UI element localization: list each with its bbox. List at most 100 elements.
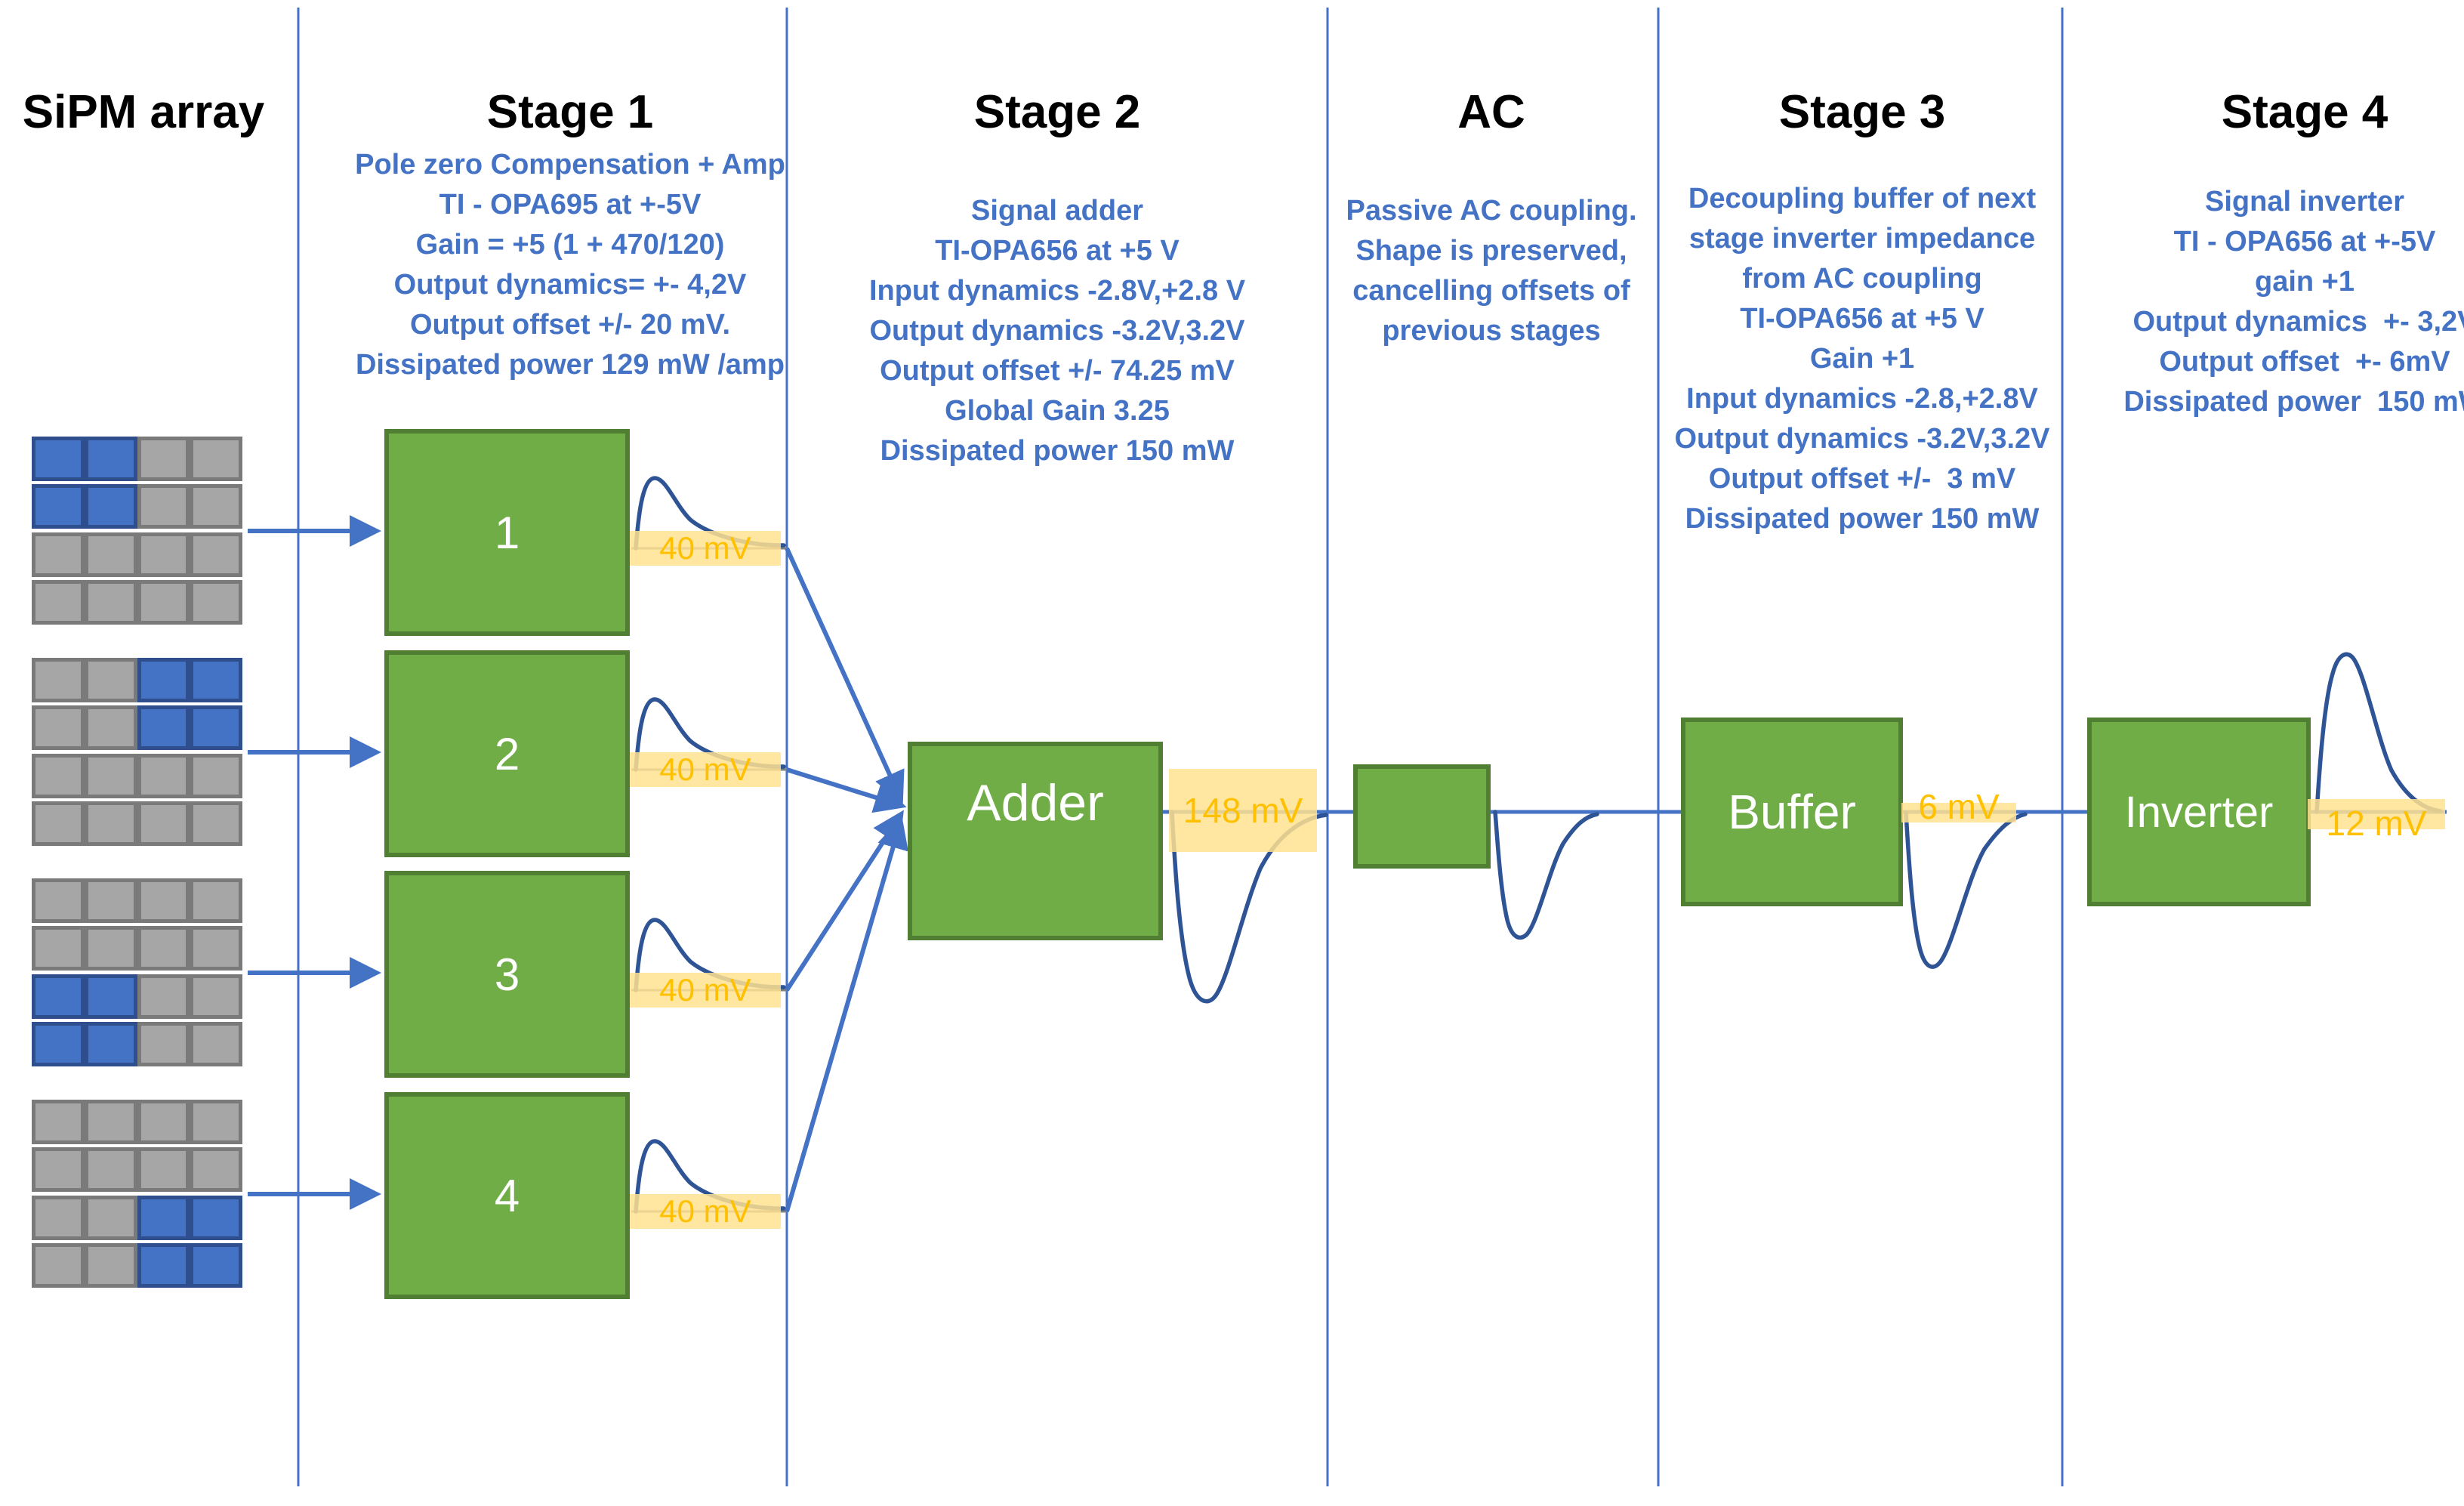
description-line: Gain +1 xyxy=(1809,343,1915,375)
sipm-cell xyxy=(137,1147,190,1193)
signal-label-amp2-output: 40 mV xyxy=(659,751,751,787)
sipm-cell-inactive xyxy=(140,583,187,621)
column-title-stage2: Stage 2 xyxy=(973,86,1141,138)
sipm-cell xyxy=(137,437,190,481)
sipm-cell-inactive xyxy=(35,535,81,573)
column-title-stage1: Stage 1 xyxy=(486,86,654,138)
sipm-cell-inactive xyxy=(35,1103,81,1140)
sipm-cell xyxy=(84,1242,137,1288)
sipm-cell-inactive xyxy=(35,583,81,621)
fan-in-lines xyxy=(785,547,908,1212)
sipm-cell xyxy=(84,974,137,1019)
sipm-cell xyxy=(137,753,190,798)
sipm-cell-active xyxy=(193,662,239,699)
sipm-cell xyxy=(84,926,137,971)
sipm-cell xyxy=(137,658,190,702)
sipm-cell-inactive xyxy=(35,1151,81,1189)
sipm-cell xyxy=(84,437,137,481)
amp-label: 2 xyxy=(494,728,520,779)
fan-line xyxy=(785,810,904,992)
description-line: gain +1 xyxy=(2255,266,2355,298)
description-line: Input dynamics -2.8V,+2.8 V xyxy=(868,275,1246,307)
sipm-cell xyxy=(137,1100,190,1144)
sipm-cell-active xyxy=(35,977,81,1015)
sipm-cell xyxy=(190,1021,242,1066)
description-line: Dissipated power 150 mW xyxy=(2123,386,2464,418)
inverter-label: Inverter xyxy=(2124,787,2274,837)
sipm-cell-active xyxy=(140,1199,187,1236)
sipm-cell-inactive xyxy=(193,804,239,842)
sipm-cell xyxy=(84,1147,137,1193)
sipm-cell xyxy=(84,753,137,798)
sipm-cell xyxy=(32,705,85,751)
sipm-cell-inactive xyxy=(88,804,134,842)
sipm-cell-active xyxy=(88,1025,134,1063)
sipm-cell xyxy=(137,532,190,577)
sipm-cell-inactive xyxy=(35,804,81,842)
buffer-box: Buffer xyxy=(1681,718,1903,906)
sipm-cell xyxy=(137,1021,190,1066)
sipm-cell xyxy=(190,579,242,625)
signal-label-highlight xyxy=(630,752,781,787)
sipm-cell-inactive xyxy=(88,757,134,795)
sipm-cell-inactive xyxy=(88,1151,134,1189)
description-line: Passive AC coupling. xyxy=(1346,195,1637,227)
description-line: Output offset +/- 74.25 mV xyxy=(880,355,1235,387)
sipm-cell-inactive xyxy=(140,488,187,526)
sipm-cell xyxy=(190,753,242,798)
description-line: Decoupling buffer of next xyxy=(1688,183,2037,214)
sipm-cell xyxy=(84,532,137,577)
sipm-cell xyxy=(190,705,242,751)
waveform xyxy=(1493,810,1599,940)
signal-label-highlight xyxy=(630,973,781,1008)
adder-box: Adder xyxy=(908,742,1163,940)
sipm-cell-inactive xyxy=(193,882,239,919)
sipm-cell xyxy=(32,658,85,702)
sipm-cell xyxy=(32,532,85,577)
sipm-cell-inactive xyxy=(193,583,239,621)
description-line: Dissipated power 150 mW xyxy=(1685,503,2040,535)
sipm-cell-active xyxy=(193,709,239,747)
sipm-cell xyxy=(137,579,190,625)
adder-label: Adder xyxy=(967,774,1104,832)
column-title-stage3: Stage 3 xyxy=(1778,86,1946,138)
description-line: Output dynamics -3.2V,3.2V xyxy=(1674,423,2050,455)
inverter-box: Inverter xyxy=(2087,718,2311,906)
sipm-cell-inactive xyxy=(35,1246,81,1284)
sipm-cell-inactive xyxy=(193,757,239,795)
fan-line xyxy=(785,816,908,1212)
sipm-cell-inactive xyxy=(88,1246,134,1284)
description-line: Dissipated power 150 mW xyxy=(880,435,1235,467)
sipm-cell-inactive xyxy=(193,440,239,477)
fan-line xyxy=(786,767,907,813)
sipm-cell xyxy=(190,1100,242,1144)
sipm-cell-inactive xyxy=(35,709,81,747)
sipm-cell xyxy=(32,484,85,529)
description-line: previous stages xyxy=(1382,315,1601,347)
sipm-cell xyxy=(137,878,190,923)
sipm-cell-active xyxy=(193,1246,239,1284)
sipm-cell-inactive xyxy=(193,488,239,526)
sipm-cell xyxy=(84,1021,137,1066)
sipm-cell-inactive xyxy=(88,882,134,919)
description-line: Output offset +/- 3 mV xyxy=(1708,463,2016,495)
sipm-cell xyxy=(84,579,137,625)
sipm-cell xyxy=(84,705,137,751)
signal-label-highlight xyxy=(1901,803,2016,822)
description-line: from AC coupling xyxy=(1742,263,1982,295)
sipm-cell-inactive xyxy=(35,757,81,795)
sipm-cell-inactive xyxy=(88,930,134,967)
sipm-cell xyxy=(190,801,242,846)
sipm-block xyxy=(32,878,242,1069)
description-line: Output dynamics= +- 4,2V xyxy=(393,269,747,301)
sipm-cell xyxy=(32,1021,85,1066)
sipm-cell-inactive xyxy=(193,930,239,967)
amp-box-1: 1 xyxy=(384,429,630,636)
sipm-cell-inactive xyxy=(88,535,134,573)
sipm-cell xyxy=(32,974,85,1019)
sipm-cell-inactive xyxy=(35,1199,81,1236)
sipm-cell xyxy=(32,801,85,846)
sipm-cell-inactive xyxy=(140,535,187,573)
